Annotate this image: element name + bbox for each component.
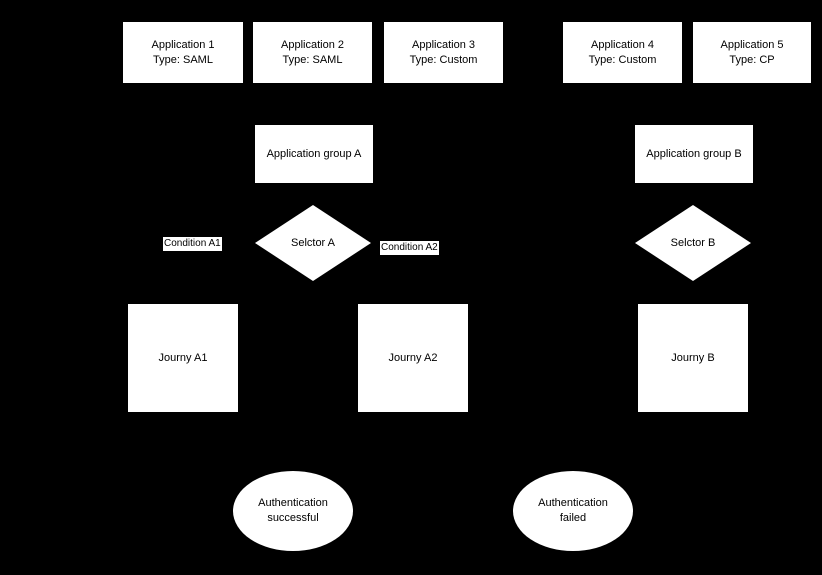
node-selector-b-diamond: Selctor B: [635, 205, 751, 281]
application-type: Type: SAML: [153, 53, 213, 66]
node-authentication-failed: Authentication failed: [513, 471, 633, 551]
application-name: Application 5: [720, 38, 784, 51]
application-type: Type: Custom: [409, 53, 478, 66]
selector-label: Selctor A: [290, 236, 336, 249]
group-label: Application group A: [266, 147, 362, 160]
node-application-4: Application 4 Type: Custom: [563, 22, 682, 83]
outcome-line: Authentication: [258, 497, 328, 509]
node-application-group-b: Application group B: [635, 125, 753, 183]
node-journey-a2: Journy A2: [358, 304, 468, 412]
journey-label: Journy A1: [158, 351, 208, 364]
node-journey-b: Journy B: [638, 304, 748, 412]
edge-label-condition-a1: Condition A1: [163, 237, 222, 251]
node-application-group-a: Application group A: [255, 125, 373, 183]
journey-label: Journy A2: [388, 351, 438, 364]
application-name: Application 4: [591, 38, 654, 51]
selector-label: Selctor B: [670, 236, 716, 249]
application-type: Type: SAML: [282, 53, 343, 66]
edge-label-condition-a2: Condition A2: [380, 241, 439, 255]
node-authentication-successful: Authentication successful: [233, 471, 353, 551]
node-application-3: Application 3 Type: Custom: [384, 22, 503, 83]
group-label: Application group B: [646, 147, 742, 160]
application-name: Application 2: [281, 38, 344, 51]
outcome-line: successful: [267, 512, 319, 524]
application-name: Application 3: [412, 38, 475, 51]
application-type: Type: CP: [729, 53, 775, 66]
outcome-line: Authentication: [538, 497, 608, 509]
node-application-1: Application 1 Type: SAML: [123, 22, 243, 83]
node-application-5: Application 5 Type: CP: [693, 22, 811, 83]
outcome-line: failed: [559, 512, 587, 524]
node-journey-a1: Journy A1: [128, 304, 238, 412]
node-selector-a-diamond: Selctor A: [255, 205, 371, 281]
application-name: Application 1: [151, 38, 215, 51]
journey-label: Journy B: [671, 351, 715, 364]
node-application-2: Application 2 Type: SAML: [253, 22, 372, 83]
application-type: Type: Custom: [588, 53, 657, 66]
